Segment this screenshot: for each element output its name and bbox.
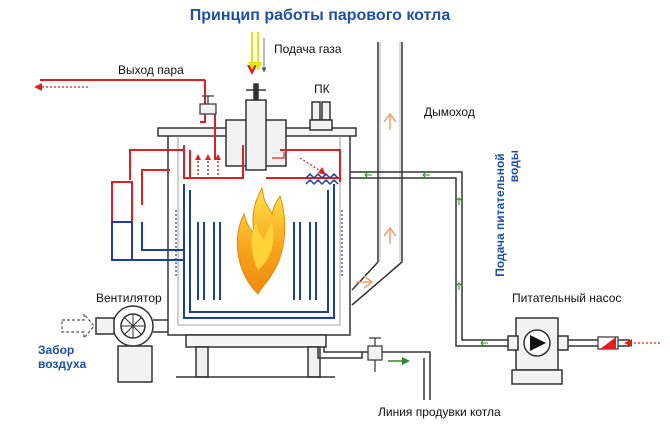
label-feed-water-line2: воды xyxy=(507,150,521,182)
feed-pump-inlet-arrow xyxy=(624,339,660,347)
blowdown-line xyxy=(317,347,431,400)
blowdown-valve xyxy=(367,337,383,372)
label-fan: Вентилятор xyxy=(96,291,162,305)
label-feed-pump: Питательный насос xyxy=(512,291,621,305)
feed-pump xyxy=(507,317,569,385)
feed-water-flow-arrows xyxy=(364,171,488,347)
burner-flame xyxy=(236,186,286,295)
heat-exchanger-coil xyxy=(305,172,339,186)
flue-gas-arrows xyxy=(272,152,326,175)
safety-valve-pk xyxy=(309,101,333,131)
label-air-intake-line2: воздуха xyxy=(38,357,87,371)
diagram-title: Принцип работы парового котла xyxy=(190,7,451,24)
label-air-intake-line1: Забор xyxy=(38,343,74,357)
label-gas-supply: Подача газа xyxy=(274,42,342,56)
gas-supply-arrows xyxy=(247,32,267,75)
steam-rise-arrows xyxy=(197,158,219,175)
blowdown-flow-arrow xyxy=(388,357,410,365)
chimney-flow-arrows xyxy=(356,112,397,289)
label-chimney: Дымоход xyxy=(424,105,475,119)
label-feed-water-line1: Подача питательной xyxy=(493,153,507,276)
burner xyxy=(225,83,287,171)
feed-water-line xyxy=(350,171,630,347)
chimney xyxy=(351,42,403,306)
label-feed-water: Подача питательной воды xyxy=(493,150,521,277)
label-steam-out: Выход пара xyxy=(118,63,184,77)
label-pk: ПК xyxy=(314,82,330,96)
water-flow-arrows xyxy=(175,210,343,276)
air-intake-arrow xyxy=(61,312,95,340)
label-air-intake: Забор воздуха xyxy=(38,343,87,371)
label-blowdown: Линия продувки котла xyxy=(378,405,501,419)
steam-circuit xyxy=(40,79,341,223)
steam-out-dotted-arrow xyxy=(34,83,88,91)
fan xyxy=(95,305,168,383)
boiler-legs xyxy=(176,346,335,378)
feed-pump-inlet-valve xyxy=(597,336,619,350)
steam-valve xyxy=(199,95,217,115)
water-circuit xyxy=(111,184,335,319)
